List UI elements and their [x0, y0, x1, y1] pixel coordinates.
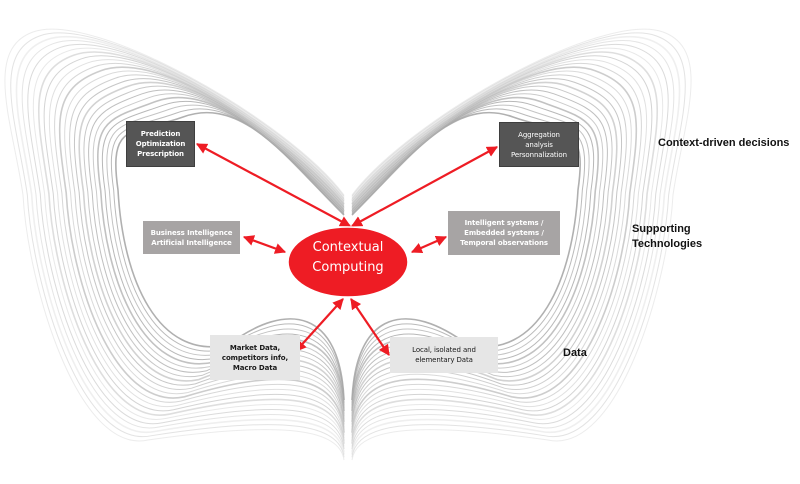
- arrow-to-intelligent: [410, 235, 448, 254]
- box-line: Prescription: [137, 150, 184, 158]
- box-line: competitors info,: [221, 353, 289, 362]
- wing-loop: [351, 32, 686, 458]
- box-line: Artificial Intelligence: [151, 238, 232, 247]
- wing-loop: [43, 55, 345, 441]
- box-intelligent-embedded-temporal: Intelligent systems / Embedded systems /…: [448, 211, 560, 255]
- wing-loop: [351, 66, 638, 433]
- wing-loop: [351, 111, 581, 401]
- arrow-to-local: [350, 298, 390, 356]
- box-prediction-optimization-prescription: Prediction Optimization Prescription: [126, 121, 195, 167]
- wing-loop: [54, 62, 345, 436]
- box-aggregation-analysis-personalization: Aggregation analysis Personnalization: [499, 122, 579, 167]
- wing-loop: [351, 70, 632, 431]
- wing-loop: [351, 59, 648, 439]
- wing-loop: [21, 40, 345, 452]
- wing-loop: [351, 28, 692, 461]
- box-line: Business Intelligence: [150, 228, 233, 237]
- box-line: Market Data,: [229, 343, 281, 352]
- box-line: Personnalization: [511, 150, 567, 159]
- wing-loop: [4, 28, 345, 461]
- wing-loop: [351, 36, 681, 455]
- wing-loop: [351, 108, 586, 403]
- box-line: Local, isolated and: [412, 346, 476, 354]
- box-line: Intelligent systems /: [464, 219, 544, 227]
- layer-label-technologies: Supporting Technologies: [632, 222, 702, 252]
- box-local-elementary-data: Local, isolated and elementary Data: [390, 337, 498, 373]
- contextual-computing-label: Contextual Computing: [288, 238, 408, 278]
- wing-loop: [351, 40, 675, 452]
- wing-loop: [351, 55, 653, 441]
- box-line: analysis: [525, 140, 553, 149]
- box-line: Macro Data: [232, 363, 278, 372]
- box-line: Temporal observations: [460, 239, 548, 247]
- wing-loop: [58, 66, 345, 433]
- wing-loop: [351, 51, 658, 444]
- wing-loop: [351, 104, 590, 406]
- wing-loop: [106, 104, 345, 406]
- wing-loop: [32, 47, 345, 447]
- layer-label-technologies-line1: Supporting: [632, 223, 691, 235]
- wing-loop: [351, 62, 642, 436]
- wing-loop: [10, 32, 345, 458]
- contextual-computing-ellipse: [287, 226, 409, 298]
- layer-label-decisions: Context-driven decisions: [658, 137, 790, 149]
- box-line: elementary Data: [415, 356, 473, 364]
- wing-loop: [115, 111, 345, 401]
- wing-loop: [27, 43, 345, 450]
- wing-loop: [351, 43, 669, 450]
- box-line: Aggregation: [518, 130, 560, 139]
- wing-loop: [38, 51, 345, 444]
- wing-loop: [351, 47, 664, 447]
- center-line-1: Contextual: [312, 240, 384, 255]
- center-line-2: Computing: [312, 260, 384, 275]
- box-business-artificial-intelligence: Business Intelligence Artificial Intelli…: [143, 221, 240, 254]
- arrow-to-prediction: [196, 143, 351, 227]
- box-line: Optimization: [135, 140, 186, 148]
- arrow-to-aggregation: [351, 146, 498, 227]
- box-line: Embedded systems /: [464, 229, 544, 237]
- box-market-data: Market Data, competitors info, Macro Dat…: [210, 335, 300, 380]
- wing-loop: [110, 108, 345, 403]
- wing-loop: [48, 59, 345, 439]
- arrow-to-business: [242, 235, 287, 254]
- layer-label-technologies-line2: Technologies: [632, 238, 703, 250]
- arrow-to-market: [295, 298, 344, 352]
- box-line: Prediction: [140, 130, 181, 138]
- layer-label-data: Data: [563, 347, 587, 359]
- wing-loop: [15, 36, 345, 455]
